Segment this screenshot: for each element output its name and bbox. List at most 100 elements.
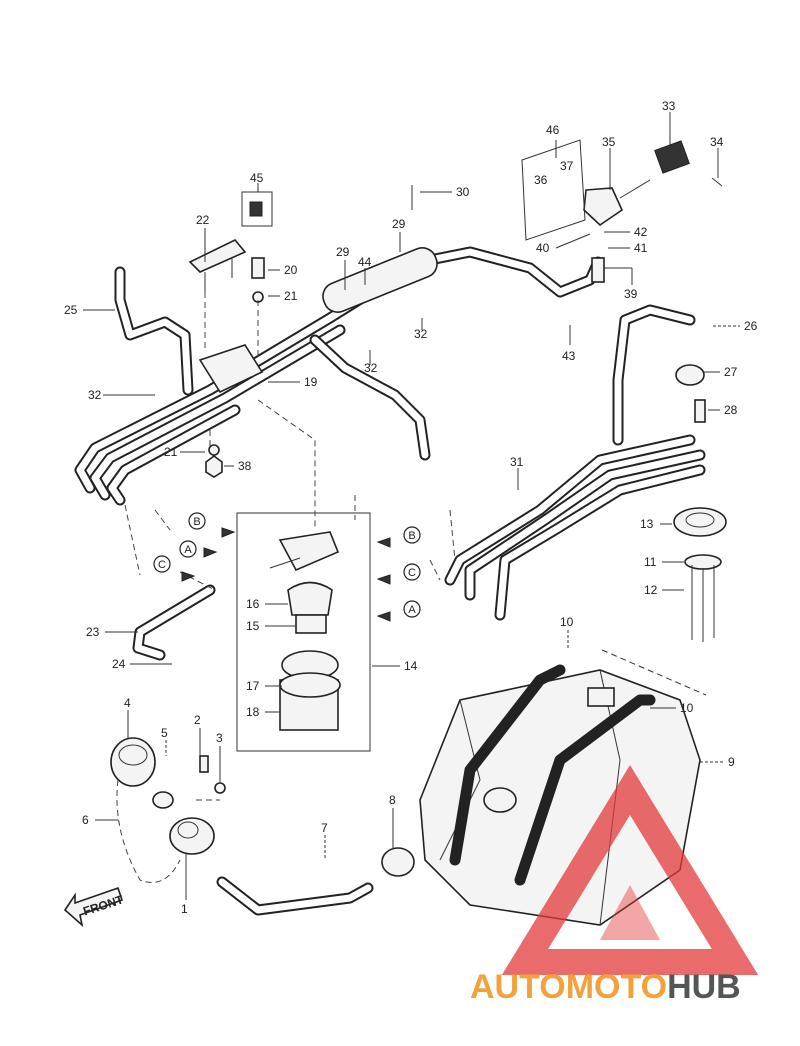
- label-21b: 21: [164, 445, 178, 459]
- connector-c-left-label: C: [158, 559, 166, 571]
- label-15: 15: [246, 619, 260, 633]
- connector-arrows: [181, 527, 391, 622]
- connector-a-left-label: A: [184, 544, 192, 556]
- bolt-20: [251, 257, 265, 279]
- label-30: 30: [456, 185, 470, 199]
- label-41: 41: [634, 241, 648, 255]
- connector-c-right-label: C: [408, 567, 416, 579]
- washer-21b: [208, 444, 220, 456]
- label-8: 8: [389, 793, 396, 807]
- label-12: 12: [644, 583, 658, 597]
- label-3: 3: [216, 731, 223, 745]
- label-39: 39: [624, 287, 638, 301]
- label-29b: 29: [392, 217, 406, 231]
- watermark-text: AUTOMOTOHUB: [470, 968, 741, 1006]
- hose-28: [694, 399, 706, 423]
- label-16: 16: [246, 597, 260, 611]
- label-18: 18: [246, 705, 260, 719]
- label-36: 36: [534, 173, 548, 187]
- knob-33: [654, 140, 690, 174]
- label-32c: 32: [414, 327, 428, 341]
- watermark-logo: [501, 765, 759, 975]
- label-22: 22: [196, 213, 210, 227]
- clamp-44: [322, 247, 438, 313]
- hose-7: [216, 876, 374, 916]
- connector-c-left: C: [153, 555, 171, 573]
- label-32a: 32: [88, 388, 102, 402]
- bracket-19: [198, 344, 264, 394]
- filler-neck-1: [169, 817, 215, 855]
- fuel-tank-9: [419, 664, 701, 926]
- bolt-45: [241, 191, 273, 227]
- bolt-2: [199, 755, 209, 773]
- label-11: 11: [644, 555, 657, 569]
- connector-b-right-label: B: [408, 530, 415, 542]
- label-31: 31: [510, 455, 524, 469]
- hose-39: [591, 257, 605, 283]
- clamp-8: [381, 847, 415, 877]
- label-44: 44: [358, 255, 372, 269]
- label-7: 7: [321, 821, 328, 835]
- connector-b-right: B: [403, 526, 421, 544]
- label-35: 35: [602, 135, 616, 149]
- assembly-lines: [124, 292, 456, 801]
- label-1: 1: [181, 902, 188, 916]
- watermark-text-orange: AUTOMOTO: [470, 968, 667, 1006]
- leader-lines: [83, 112, 740, 900]
- label-33: 33: [662, 99, 676, 113]
- watermark-text-gray: HUB: [667, 968, 741, 1006]
- connector-a-right-label: A: [408, 604, 416, 616]
- connector-c-right: C: [403, 563, 421, 581]
- label-26: 26: [744, 319, 758, 333]
- label-13: 13: [640, 517, 654, 531]
- label-43: 43: [562, 349, 576, 363]
- fuel-pump-box-14: [236, 512, 371, 752]
- gasket-5: [152, 791, 174, 809]
- watermark-triangle: [501, 765, 759, 975]
- label-24: 24: [112, 657, 126, 671]
- label-25: 25: [64, 303, 78, 317]
- chain-6: [116, 779, 181, 883]
- connector-b-left-label: B: [193, 516, 200, 528]
- connector-b-left: B: [188, 512, 206, 530]
- label-20: 20: [284, 263, 298, 277]
- label-21a: 21: [284, 289, 298, 303]
- label-4: 4: [124, 696, 131, 710]
- label-32b: 32: [364, 361, 378, 375]
- nut-38: [205, 455, 223, 478]
- connector-markers: B A C B C A: [153, 512, 421, 618]
- label-10b: 10: [680, 701, 694, 715]
- connector-a-left: A: [179, 540, 197, 558]
- label-40: 40: [536, 241, 550, 255]
- front-arrow: FRONT: [63, 886, 126, 928]
- label-17: 17: [246, 679, 260, 693]
- label-6: 6: [82, 813, 89, 827]
- label-29a: 29: [336, 245, 350, 259]
- fuel-pipe-assembly: [74, 246, 706, 661]
- label-28: 28: [724, 403, 738, 417]
- label-2: 2: [194, 713, 201, 727]
- elbow-27: [675, 364, 705, 386]
- fuel-cock-35: [583, 179, 651, 227]
- fuel-cap-4: [110, 737, 156, 787]
- screw-34: [711, 177, 723, 187]
- label-42: 42: [634, 225, 648, 239]
- label-23: 23: [86, 625, 100, 639]
- label-27: 27: [724, 365, 738, 379]
- bracket-22: [188, 239, 247, 292]
- label-9: 9: [728, 755, 735, 769]
- label-38: 38: [238, 459, 252, 473]
- label-34: 34: [710, 135, 724, 149]
- nut-3: [214, 782, 226, 794]
- label-19: 19: [304, 375, 318, 389]
- label-46: 46: [546, 123, 560, 137]
- label-45: 45: [250, 171, 264, 185]
- pickup-11-12: [684, 554, 722, 642]
- label-37: 37: [560, 159, 574, 173]
- label-14: 14: [404, 659, 418, 673]
- connector-a-right: A: [403, 600, 421, 618]
- label-10a: 10: [560, 615, 574, 629]
- part-labels: 1 2 3 4 5 6 7 8 9 10 10 11 12 13 14 15 1…: [64, 99, 758, 916]
- box-46: [521, 139, 586, 241]
